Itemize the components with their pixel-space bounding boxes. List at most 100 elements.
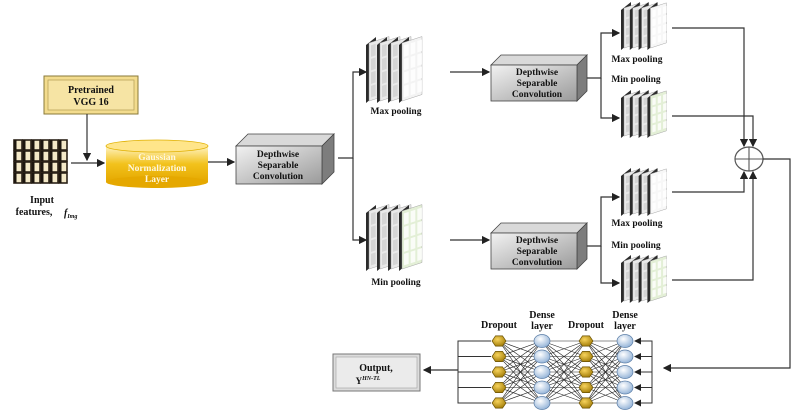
feature-map-cell [652, 18, 656, 27]
feature-map-cell [663, 32, 667, 41]
feature-map-cell [652, 97, 656, 106]
feature-map-cell [663, 258, 667, 267]
feature-map-cell [643, 27, 647, 36]
dsc-top-line3: Convolution [512, 90, 563, 100]
dense-node [616, 380, 634, 395]
feature-map-cell [417, 234, 423, 248]
dsc-top-to-maxpool-arrow [587, 28, 621, 79]
feature-map-cell [626, 193, 630, 202]
input-feature-cell-shadow [23, 140, 26, 150]
block-top-face [490, 54, 588, 66]
feature-map-cell [663, 285, 667, 294]
mlp-connection [541, 371, 587, 404]
feature-map-cell [410, 250, 416, 264]
dense-node [533, 380, 551, 395]
feature-map-cell [663, 180, 667, 189]
feature-map-cell [382, 70, 387, 84]
feature-map-cell [657, 104, 662, 113]
output-line1: Output, [359, 363, 393, 374]
feature-map-cell [371, 84, 376, 98]
feature-map-cell [634, 289, 639, 298]
feature-map-cell [626, 115, 630, 124]
input-feature-cell-shadow [23, 162, 26, 172]
feature-map-cell [371, 57, 376, 71]
mlp-connection [585, 371, 626, 404]
feature-map-cell [634, 9, 639, 18]
dsc-bottom-block [490, 222, 588, 270]
min-pooling-mid-label: Min pooling [371, 278, 421, 288]
mlp-connection [541, 340, 587, 373]
feature-map-cell [634, 184, 639, 193]
output-box: Output, YHN-TL [332, 353, 421, 392]
mlp-connection [498, 340, 543, 404]
feature-map-cell [643, 36, 647, 45]
feature-map-cell [657, 182, 662, 191]
feature-map-cell [643, 184, 647, 193]
input-feature-cell-shadow [41, 140, 44, 150]
mlp-label-dense-2b: layer [614, 321, 636, 332]
feature-map-cell [652, 193, 656, 202]
bottom-min-pooling-maps [621, 255, 667, 303]
input-features-icon [13, 139, 68, 184]
feature-map-cell [643, 9, 647, 18]
feature-map-cell [404, 252, 409, 266]
feature-map-cell [382, 211, 387, 225]
feature-map-cell [393, 84, 398, 98]
feature-map-cell [382, 57, 387, 71]
feature-map-cell [663, 171, 667, 180]
feature-map-cell [626, 202, 630, 211]
feature-map-cell [626, 27, 630, 36]
feature-map-cell [626, 262, 630, 271]
dropout-node [578, 397, 594, 409]
input-feature-cell-shadow [59, 151, 62, 161]
input-feature-cell-shadow [32, 151, 35, 161]
feature-map-cell [626, 9, 630, 18]
top-min-pooling-label: Min pooling [611, 75, 661, 85]
feature-map-cell [643, 271, 647, 280]
feature-map-cell [417, 66, 423, 80]
max-pooling-mid-label: Max pooling [371, 107, 422, 117]
dsc-top-block [490, 54, 588, 102]
feature-map-cell [626, 97, 630, 106]
dense-node [533, 396, 551, 410]
mlp-connection [585, 356, 626, 404]
feature-map-cell [657, 16, 662, 25]
feature-map-cell [652, 184, 656, 193]
input-feature-cell-shadow [14, 162, 17, 172]
top-min-pooling-maps [621, 90, 667, 138]
pretrained-line1: Pretrained [68, 85, 114, 96]
input-feature-cell-shadow [59, 140, 62, 150]
feature-map-cell [404, 84, 409, 98]
feature-map-cell [634, 280, 639, 289]
block-front-face [490, 232, 578, 270]
input-feature-cell-shadow [23, 173, 26, 183]
input-symbol: fImg [64, 208, 77, 220]
input-label-line1: Input [30, 195, 55, 206]
pretrained-vgg16-box: Pretrained VGG 16 [43, 75, 139, 115]
input-symbol-sub: Img [66, 214, 77, 220]
feature-map-cell [417, 207, 423, 221]
feature-map-cell [382, 225, 387, 239]
input-feature-cell-shadow [50, 173, 53, 183]
feature-map-cell [657, 25, 662, 34]
feature-map-cell [652, 280, 656, 289]
feature-map-cell [626, 106, 630, 115]
feature-map-cell [393, 238, 398, 252]
feature-map-cell [626, 36, 630, 45]
feature-map-cell [371, 70, 376, 84]
feature-map-cell [626, 184, 630, 193]
mlp-network [457, 334, 653, 410]
feature-map-cell [643, 97, 647, 106]
mlp-label-dropout-1: Dropout [481, 320, 518, 331]
dsc-bottom-to-maxpool-arrow [587, 192, 621, 247]
feature-map-cell [382, 252, 387, 266]
feature-map-cell [393, 70, 398, 84]
feature-map-cell [417, 221, 423, 235]
feature-map-cell [652, 36, 656, 45]
feature-map-cell [643, 262, 647, 271]
dsc-bottom-to-minpool-arrow [600, 246, 621, 288]
feature-map-cell [417, 39, 423, 53]
output-superscript: HN-TL [361, 376, 381, 382]
dsc-top-line2: Separable [517, 79, 558, 89]
